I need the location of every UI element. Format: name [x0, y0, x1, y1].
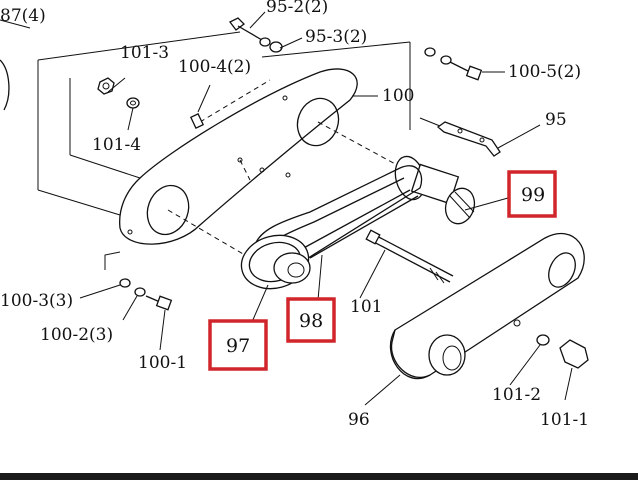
label-87-4: 87(4) — [0, 6, 46, 26]
label-100-5: 100-5(2) — [508, 62, 581, 82]
highlighted-callouts: 99 97 98 — [208, 170, 557, 371]
callout-box-97 — [208, 319, 268, 371]
label-100: 100 — [382, 86, 414, 106]
hardware-parts — [97, 17, 483, 311]
part-labels: 87(4) 95-2(2) 95-3(2) 101-3 100-4(2) 100… — [0, 0, 589, 430]
label-97: 97 — [226, 335, 250, 357]
label-100-4: 100-4(2) — [178, 57, 251, 77]
motor-pulley-99 — [394, 155, 476, 225]
label-101: 101 — [350, 297, 382, 317]
label-101-3: 101-3 — [120, 43, 169, 63]
link-plate-96 — [389, 232, 589, 380]
label-95-3: 95-3(2) — [305, 27, 367, 47]
label-101-2: 101-2 — [492, 385, 541, 405]
label-96: 96 — [348, 410, 370, 430]
shaft-101 — [365, 229, 454, 284]
label-100-3: 100-3(3) — [0, 291, 73, 311]
label-99: 99 — [521, 184, 545, 206]
label-95: 95 — [545, 110, 567, 130]
label-100-1: 100-1 — [138, 353, 187, 373]
label-98: 98 — [299, 310, 323, 332]
part-87-outline — [0, 19, 31, 111]
bottom-bar — [0, 473, 638, 480]
lower-pulley-97 — [240, 234, 311, 290]
label-leaders — [79, 11, 573, 406]
callout-box-98 — [286, 297, 336, 343]
assembly-guide-lines — [37, 31, 411, 270]
label-101-4: 101-4 — [92, 135, 141, 155]
cover-plate-100 — [119, 68, 358, 245]
bracket-95 — [419, 117, 501, 157]
label-101-1: 101-1 — [540, 410, 589, 430]
label-95-2: 95-2(2) — [266, 0, 328, 17]
callout-box-99 — [507, 170, 557, 218]
label-100-2: 100-2(3) — [40, 325, 113, 345]
